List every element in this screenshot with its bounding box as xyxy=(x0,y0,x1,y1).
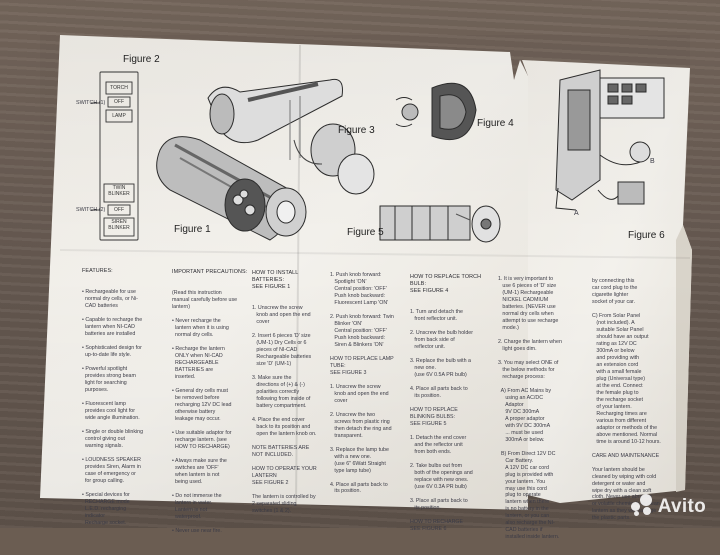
torch-position-label: TORCH xyxy=(110,85,128,91)
bulb-text: 1. Turn and detach the front reflector u… xyxy=(410,309,474,532)
recharge-section: 1. It is very important to use 6 pieces … xyxy=(498,262,562,555)
bulb-heading: HOW TO REPLACE TORCH BULB: SEE FIGURE 4 xyxy=(410,273,482,295)
figure-4-label: Figure 4 xyxy=(477,118,514,129)
off-position-label-1: OFF xyxy=(114,99,124,105)
install-heading: HOW TO INSTALL BATTERIES: SEE FIGURE 1 xyxy=(252,269,299,291)
blinker-illustration-fig5 xyxy=(379,205,501,243)
features-text: • Rechargeable for use normal dry cells,… xyxy=(82,289,144,526)
precautions-heading: IMPORTANT PRECAUTIONS: xyxy=(172,268,248,275)
switch-1-label: SWITCH (1) xyxy=(76,100,106,106)
label-b: B xyxy=(650,158,655,165)
figure-6-label: Figure 6 xyxy=(628,230,665,241)
solar-care-section: by connecting this car cord plug to the … xyxy=(592,264,661,536)
avito-logo-icon xyxy=(630,494,653,516)
instruction-sheet: Figure 2 Figure 3 Figure 4 Figure 1 Figu… xyxy=(40,35,692,540)
figure-1-label: Figure 1 xyxy=(174,224,211,235)
sheet-drawing xyxy=(40,35,692,510)
figure-3-label: Figure 3 xyxy=(338,125,375,136)
solar-care-text: by connecting this car cord plug to the … xyxy=(592,277,661,522)
label-a: A xyxy=(574,210,579,217)
siren-blinker-label: SIREN BLINKER xyxy=(108,219,130,231)
off-position-label-2: OFF xyxy=(114,207,124,213)
figure-5-label: Figure 5 xyxy=(347,227,384,238)
avito-watermark: Avito xyxy=(630,494,706,518)
precautions-section: IMPORTANT PRECAUTIONS: (Read this instru… xyxy=(172,255,247,548)
recharge-illustration-fig6 xyxy=(555,69,665,211)
avito-brand-text: Avito xyxy=(657,496,706,517)
lantern-illustration-fig1 xyxy=(156,136,307,241)
operation-section: 1. Push knob forward: Spotlight 'ON' Cen… xyxy=(330,258,394,509)
lamp-position-label: LAMP xyxy=(112,113,126,119)
lantern-illustration-fig3 xyxy=(207,78,375,195)
features-section: FEATURES: • Rechargeable for use normal … xyxy=(82,254,143,541)
switch-2-label: SWITCH (2) xyxy=(76,207,106,213)
figure-2-label: Figure 2 xyxy=(123,54,160,65)
install-section: HOW TO INSTALL BATTERIES: SEE FIGURE 1 1… xyxy=(252,256,317,529)
operation-text: 1. Push knob forward: Spotlight 'ON' Cen… xyxy=(330,271,394,495)
switch-panel-diagram xyxy=(91,71,139,241)
bulb-section: HOW TO REPLACE TORCH BULB: SEE FIGURE 4 … xyxy=(410,260,481,547)
reflector-illustration-fig4 xyxy=(395,82,477,141)
twin-blinker-label: TWIN BLINKER xyxy=(108,185,130,197)
install-text: 1. Unscrew the screw knob and open the e… xyxy=(252,305,317,514)
features-heading: FEATURES: xyxy=(82,267,113,274)
recharge-text: 1. It is very important to use 6 pieces … xyxy=(498,275,562,541)
precautions-text: (Read this instruction manual carefully … xyxy=(172,290,238,534)
